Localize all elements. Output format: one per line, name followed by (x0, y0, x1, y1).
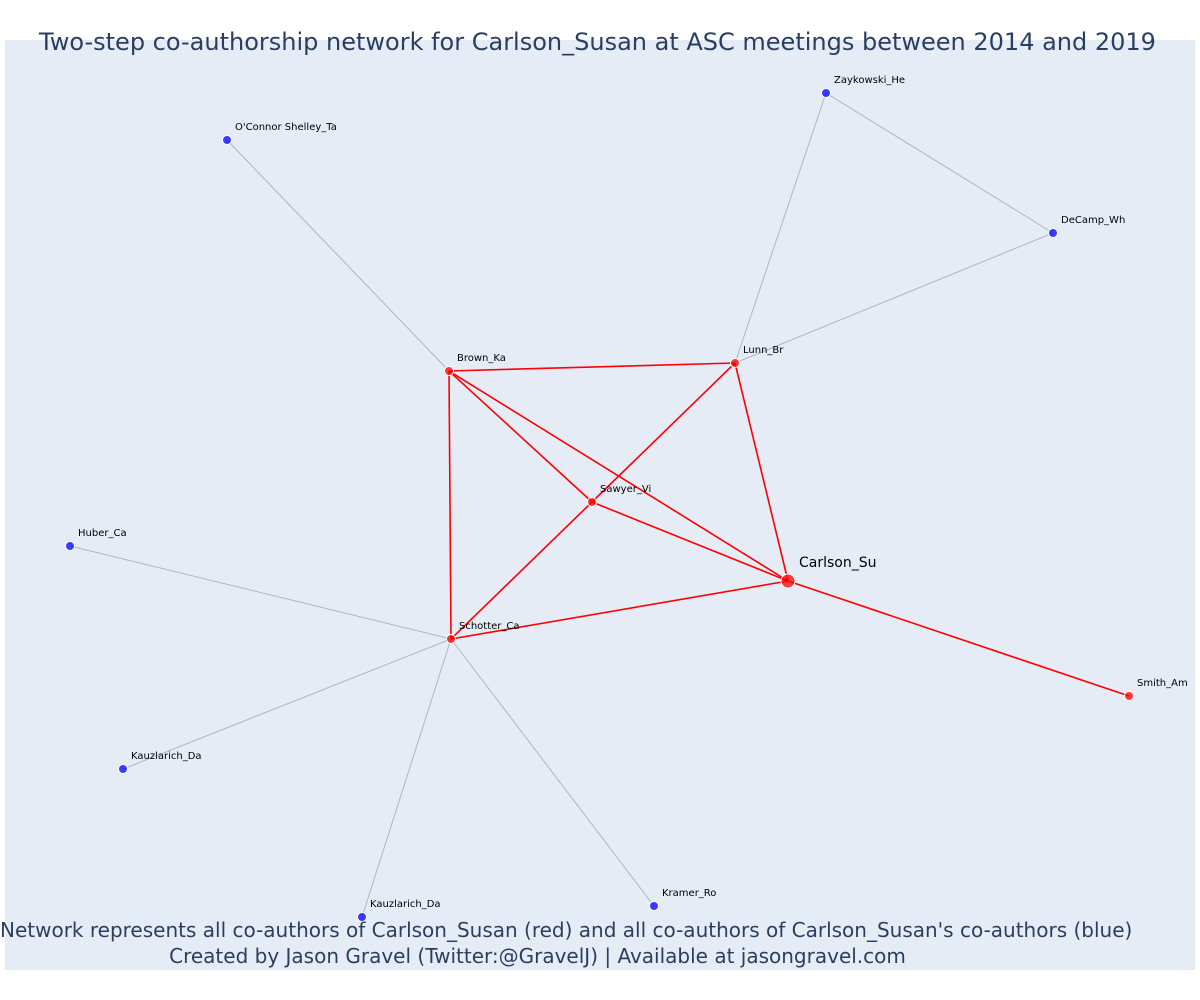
edge-schotter-ca-kauz1 (122, 638, 452, 770)
edge-brown-ka-o-connor-shelley-ta (226, 139, 450, 372)
edge-lunn-br-carlson-su (734, 362, 789, 582)
edge-schotter-ca-kauz2 (361, 638, 452, 918)
caption-credit: Created by Jason Gravel (Twitter:@Gravel… (169, 944, 906, 968)
edge-lunn-br-zaykowski-he (734, 92, 827, 364)
node-lunn-br[interactable] (730, 358, 740, 368)
edge-schotter-ca-carlson-su (450, 580, 789, 640)
node-label-o-connor-shelley-ta: O'Connor Shelley_Ta (235, 122, 337, 133)
edge-brown-ka-sawyer-vi (448, 370, 593, 503)
node-zaykowski-he[interactable] (821, 88, 831, 98)
node-label-zaykowski-he: Zaykowski_He (834, 75, 905, 86)
edge-lunn-br-sawyer-vi (591, 362, 736, 503)
node-kramer-ro[interactable] (649, 901, 659, 911)
node-label-smith-am: Smith_Am (1137, 678, 1188, 689)
caption-description: Network represents all co-authors of Car… (0, 918, 1133, 942)
node-layer (65, 88, 1134, 922)
node-label-kramer-ro: Kramer_Ro (662, 888, 716, 899)
node-brown-ka[interactable] (444, 366, 454, 376)
edge-schotter-ca-kramer-ro (450, 638, 655, 907)
node-label-huber-ca: Huber_Ca (78, 528, 127, 539)
node-label-carlson-su: Carlson_Su (799, 555, 877, 571)
node-label-kauz2: Kauzlarich_Da (370, 899, 441, 910)
node-label-lunn-br: Lunn_Br (743, 345, 784, 356)
node-carlson-su[interactable] (780, 573, 796, 589)
node-label-sawyer-vi: Sawyer_Vi (600, 484, 651, 495)
node-huber-ca[interactable] (65, 541, 75, 551)
node-kauz2[interactable] (357, 912, 367, 922)
edge-sawyer-vi-schotter-ca (450, 501, 593, 640)
node-label-schotter-ca: Schotter_Ca (459, 621, 520, 632)
edge-brown-ka-schotter-ca (448, 370, 452, 640)
label-layer: Carlson_Su Brown_Ka Lunn_BrSawyer_ViSchott… (78, 75, 1188, 910)
edge-schotter-ca-huber-ca (69, 545, 452, 640)
node-kauz1[interactable] (118, 764, 128, 774)
node-label-brown-ka: Brown_Ka (457, 353, 506, 364)
edge-zaykowski-he-decamp-wh (825, 92, 1054, 234)
node-sawyer-vi[interactable] (587, 497, 597, 507)
edge-layer (69, 92, 1130, 918)
edge-carlson-su-smith-am (787, 580, 1130, 697)
node-decamp-wh[interactable] (1048, 228, 1058, 238)
chart-title: Two-step co-authorship network for Carls… (39, 28, 1156, 56)
node-schotter-ca[interactable] (446, 634, 456, 644)
edge-lunn-br-decamp-wh (734, 232, 1054, 364)
node-smith-am[interactable] (1124, 691, 1134, 701)
node-label-decamp-wh: DeCamp_Wh (1061, 215, 1125, 226)
edge-sawyer-vi-carlson-su (591, 501, 789, 582)
node-label-kauz1: Kauzlarich_Da (131, 751, 202, 762)
edge-brown-ka-lunn-br (448, 362, 736, 372)
node-o-connor-shelley-ta[interactable] (222, 135, 232, 145)
